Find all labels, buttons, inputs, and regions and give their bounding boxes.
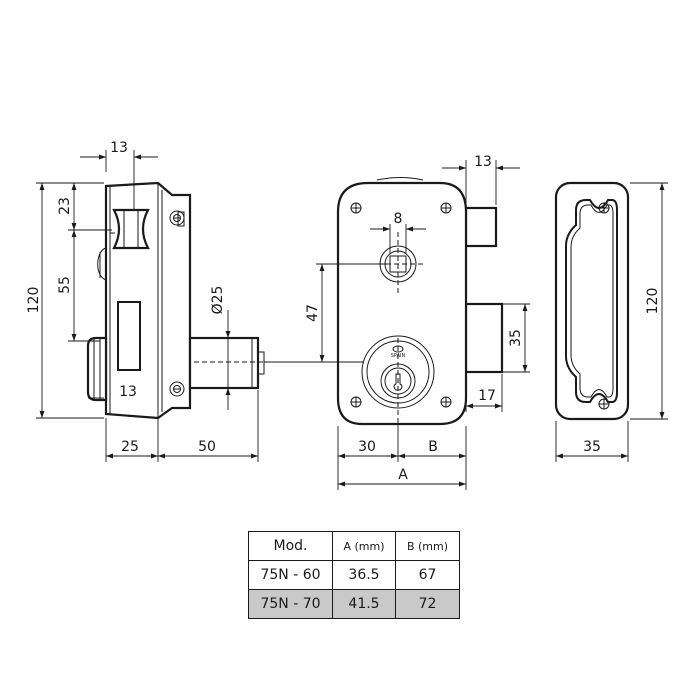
side-deadbolt-block	[117, 301, 141, 371]
side-upper-latch	[112, 208, 150, 250]
front-view: SPAIN 13 8 47 35 17	[264, 154, 530, 490]
front-screw-tl	[350, 202, 362, 214]
dim-front-b: B	[428, 439, 438, 455]
front-screw-br	[440, 396, 452, 408]
keeper-screw-bottom	[598, 398, 610, 410]
table-cell: 67	[395, 560, 460, 590]
dim-front-deadbolt-width: 17	[478, 388, 496, 404]
table-header-cell: A (mm)	[332, 531, 396, 561]
dim-cylinder-diameter: Ø25	[210, 286, 226, 315]
dim-keeper-width: 35	[583, 439, 601, 455]
keeper-cutout	[565, 199, 618, 403]
dim-front-left-offset: 30	[358, 439, 376, 455]
keeper-view: 120 35	[554, 181, 668, 462]
dim-side-bolt-spacing: 55	[57, 276, 73, 294]
side-screw-top	[169, 210, 185, 226]
front-plate	[336, 181, 468, 426]
side-knob	[97, 247, 107, 281]
table-cell: 72	[395, 589, 460, 619]
side-view: 13 120 23 55 13 25 50 Ø25	[26, 140, 270, 462]
dim-front-axis-distance: 47	[305, 304, 321, 322]
table-cell: 75N - 70	[248, 589, 333, 619]
front-screw-bl	[350, 396, 362, 408]
table-cell: 41.5	[332, 589, 396, 619]
keeper-screw-top	[598, 202, 610, 214]
model-table: Mod. A (mm) B (mm) 75N - 60 36.5 67 75N …	[248, 531, 460, 619]
table-header-cell: Mod.	[248, 531, 333, 561]
dim-front-deadbolt-height: 35	[508, 329, 524, 347]
side-screw-bottom	[169, 381, 185, 397]
dim-side-bolt-width: 13	[119, 384, 137, 400]
dim-front-square-hole: 8	[394, 211, 403, 227]
table-row: 75N - 60 36.5 67	[248, 560, 460, 590]
table-cell: 36.5	[332, 560, 396, 590]
dim-keeper-height: 120	[645, 288, 661, 315]
front-deadbolt	[464, 302, 504, 374]
table-cell: 75N - 60	[248, 560, 333, 590]
dim-side-cylinder-length: 50	[198, 439, 216, 455]
front-latch-bolt	[464, 206, 498, 248]
table-header-row: Mod. A (mm) B (mm)	[248, 531, 460, 561]
table-row: 75N - 70 41.5 72	[248, 589, 460, 619]
table-header-cell: B (mm)	[395, 531, 460, 561]
keeper-plate	[554, 181, 630, 421]
dim-front-bolt-width: 13	[474, 154, 492, 170]
dim-side-upper-offset: 23	[57, 197, 73, 215]
front-screw-tr	[440, 202, 452, 214]
dim-side-top-width: 13	[110, 140, 128, 156]
dim-side-body-depth: 25	[121, 439, 139, 455]
dim-front-a: A	[398, 467, 408, 483]
side-lower-bolt	[86, 336, 108, 402]
dim-side-height: 120	[26, 287, 42, 314]
side-cylinder	[188, 336, 260, 390]
